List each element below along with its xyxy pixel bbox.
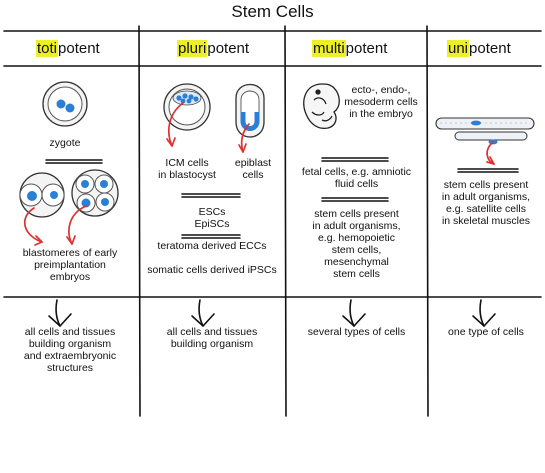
outcome-pluri-2: building organism <box>170 338 254 350</box>
red-arrows <box>23 102 495 246</box>
label-blastomeres-2: preimplantation <box>34 259 106 271</box>
outcome-pluri-1: all cells and tissues <box>166 326 258 338</box>
outcome-toti-4: structures <box>46 362 94 374</box>
label-adult-1: stem cells present <box>314 208 399 220</box>
two-cell-embryo-icon <box>19 172 65 218</box>
divider-1 <box>138 25 141 417</box>
arrow-icm <box>168 102 184 147</box>
outcome-toti-2: building organism <box>28 338 112 350</box>
label-satellite-3: e.g. satellite cells <box>446 203 526 215</box>
separator-dashes <box>45 157 519 239</box>
header-pluripotent: pluripotent <box>177 40 249 57</box>
label-adult-5: mesenchymal <box>324 256 389 268</box>
divider-2 <box>284 25 287 417</box>
down-arrow-pluri <box>198 299 204 327</box>
label-adult-2: in adult organisms, <box>312 220 401 232</box>
label-satellite-2: in adult organisms, <box>441 191 531 203</box>
label-icm-2: in blastocyst <box>158 169 216 181</box>
label-escs: ESCs <box>198 206 226 218</box>
down-arrow-uni <box>479 299 485 327</box>
header-suffix: potent <box>345 40 388 57</box>
header-totipotent: totipotent <box>36 40 100 57</box>
label-teratoma-eccs: teratoma derived ECCs <box>157 240 267 252</box>
label-fetal-2: fluid cells <box>334 178 379 190</box>
diagram-title: Stem Cells <box>231 2 314 21</box>
divider-3 <box>426 25 429 417</box>
label-ipscs: somatic cells derived iPSCs <box>147 264 277 276</box>
label-epiblast-2: cells <box>242 169 264 181</box>
label-satellite-4: in skeletal muscles <box>441 215 531 227</box>
header-highlight: uni <box>447 40 470 57</box>
epiblast-icon <box>235 83 265 138</box>
header-suffix: potent <box>469 40 511 57</box>
header-highlight: toti <box>36 40 59 57</box>
header-highlight: multi <box>312 40 346 57</box>
embryo-icon <box>303 83 340 130</box>
zygote-icon <box>42 81 88 127</box>
blastocyst-icon <box>163 83 211 131</box>
header-suffix: potent <box>207 40 250 57</box>
label-satellite-1: stem cells present <box>443 179 529 191</box>
label-embryo-1: ecto-, endo-, <box>351 84 411 96</box>
header-unipotent: unipotent <box>447 40 511 57</box>
label-blastomeres-3: embryos <box>49 271 91 283</box>
label-zygote: zygote <box>49 137 81 149</box>
down-arrow-multi <box>349 299 355 327</box>
header-suffix: potent <box>58 40 100 57</box>
outcome-uni: one type of cells <box>448 326 524 338</box>
header-multipotent: multipotent <box>312 40 387 57</box>
label-episcs: EpiSCs <box>194 218 230 230</box>
label-icm-1: ICM cells <box>165 157 209 169</box>
down-arrows <box>48 299 496 328</box>
four-cell-embryo-icon <box>71 169 119 217</box>
down-arrow-toti <box>55 299 61 327</box>
label-embryo-2: mesoderm cells <box>344 96 418 108</box>
header-highlight: pluri <box>177 40 208 57</box>
muscle-fiber-icon <box>435 117 535 145</box>
outcome-toti-1: all cells and tissues <box>24 326 116 338</box>
label-adult-6: stem cells <box>333 268 380 280</box>
label-fetal-1: fetal cells, e.g. amniotic <box>301 166 412 178</box>
label-epiblast-1: epiblast <box>234 157 272 169</box>
label-adult-4: stem cells, <box>331 244 382 256</box>
outcome-multi: several types of cells <box>307 326 406 338</box>
label-blastomeres-1: blastomeres of early <box>22 247 118 259</box>
label-adult-3: e.g. hemopoietic <box>317 232 396 244</box>
outcome-toti-3: and extraembryonic <box>23 350 117 362</box>
arrow-blastomere-2cell <box>23 207 43 243</box>
label-embryo-3: in the embryo <box>349 108 413 120</box>
